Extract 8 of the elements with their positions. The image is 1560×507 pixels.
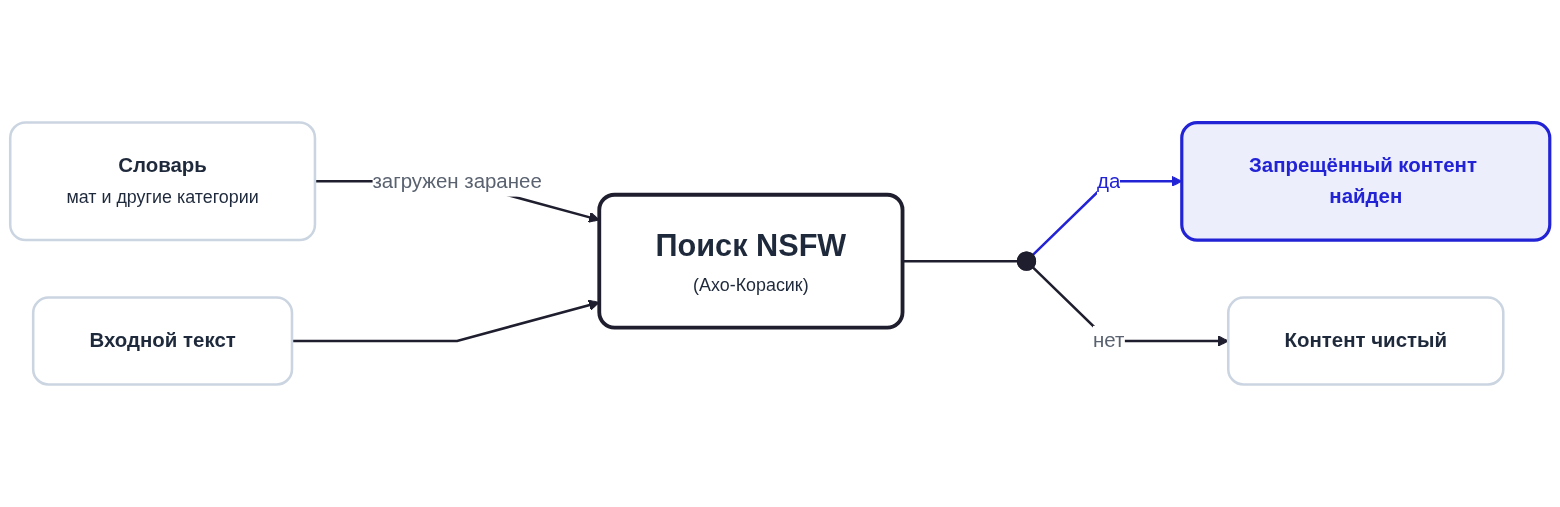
node-box: Поиск NSFW (Ахо-Корасик): [597, 192, 905, 330]
edge-label: загружен заранее: [372, 169, 542, 192]
node-box: Словарь мат и другие категории: [8, 121, 317, 242]
node-box: Входной текст: [31, 296, 294, 386]
edge-label: нет: [1092, 329, 1125, 352]
edge-label: да: [1096, 169, 1121, 192]
node-box: Запрещённый контент найден: [1180, 120, 1552, 242]
node-box: Контент чистый: [1227, 296, 1505, 386]
